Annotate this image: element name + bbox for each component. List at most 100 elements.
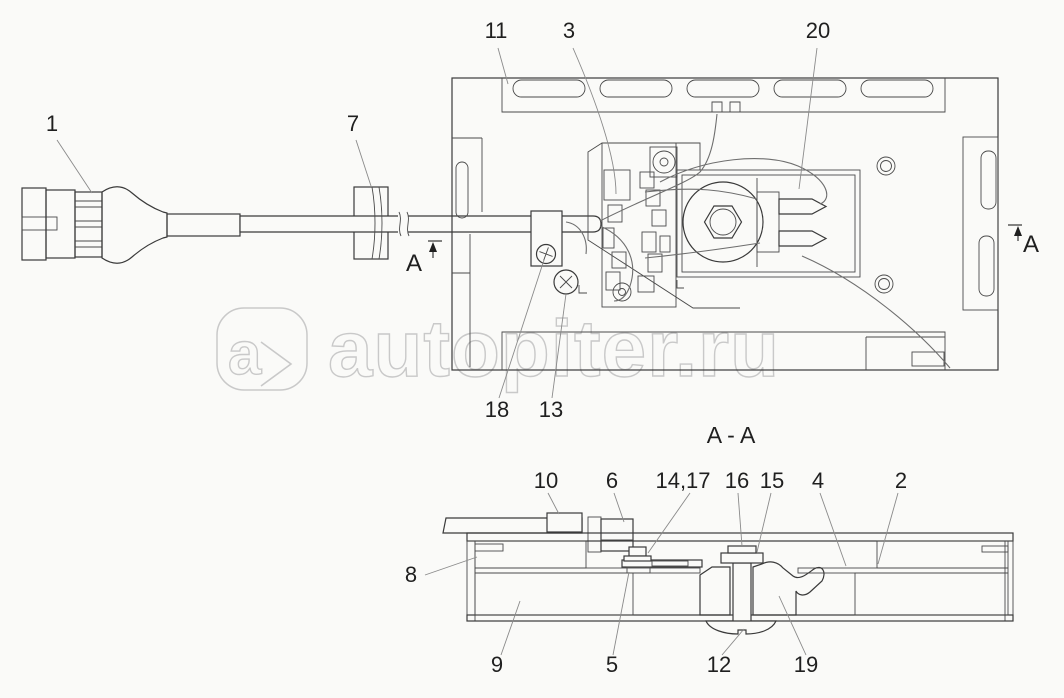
callout-9: 9 <box>491 652 503 677</box>
section-cut-marker-left: A <box>406 240 442 277</box>
callout-6: 6 <box>606 468 618 493</box>
section-foam-upper-right <box>876 540 1009 569</box>
section-title: A - A <box>707 422 756 448</box>
watermark-chevron-icon <box>260 341 293 387</box>
wire-exit-notch <box>711 101 741 112</box>
section-foam-upper-left <box>474 540 587 569</box>
grommet-slit-lines <box>371 186 383 260</box>
callout-14-17: 14,17 <box>655 468 710 493</box>
section-right-flange <box>981 545 1009 553</box>
datum-marks <box>578 280 684 294</box>
hex-nut <box>703 205 743 239</box>
watermark-logo-frame <box>216 307 308 391</box>
frame-outer <box>676 169 861 278</box>
cable-break-mark <box>398 211 410 237</box>
leader-lines <box>56 47 899 656</box>
bottom-right-step-detail <box>911 351 945 367</box>
callout-15: 15 <box>760 468 784 493</box>
right-panel <box>962 136 999 311</box>
callout-1: 1 <box>46 111 58 136</box>
connector-end-cap <box>21 187 47 261</box>
callout-12: 12 <box>707 652 731 677</box>
section-view-a-a <box>442 512 1014 635</box>
vent-slot <box>512 79 586 98</box>
section-foam-lower-left <box>474 572 634 616</box>
vent-slot <box>599 79 673 98</box>
section-left-flange <box>474 543 504 552</box>
section-top-plate <box>466 532 1014 542</box>
section-contact-screw <box>621 546 703 574</box>
callout-11: 11 <box>485 18 508 43</box>
callouts: 1 7 11 3 20 18 13 A - A 10 6 14,17 16 15… <box>46 18 907 677</box>
section-cut-marker-right: A <box>1008 224 1039 258</box>
callout-13: 13 <box>539 397 563 422</box>
connector-rib-lines <box>75 200 102 248</box>
mount-boss-top <box>876 156 896 176</box>
terminal-prong-upper <box>778 198 828 215</box>
cross-recess-icon <box>559 275 573 289</box>
cable-break-gap <box>398 214 408 234</box>
cable-clamp <box>530 210 684 295</box>
cable-connector-assembly <box>21 186 241 264</box>
cut-letter-left: A <box>406 250 422 277</box>
bottom-right-step <box>865 336 945 370</box>
bolt-boss <box>705 620 777 635</box>
bolt-flange <box>720 552 764 564</box>
cable-run <box>239 215 602 233</box>
callout-19: 19 <box>794 652 818 677</box>
connector-latch-slot <box>21 216 47 231</box>
section-lamp-boss <box>600 518 634 552</box>
wiring-harness <box>565 113 951 369</box>
pcb-screw-bottom <box>612 282 632 302</box>
terminal-block <box>756 191 780 253</box>
watermark-logo-letter: a <box>228 320 262 387</box>
strain-relief-boot <box>101 186 168 264</box>
contact-screw-head <box>628 546 647 557</box>
frame-inner <box>681 174 856 273</box>
pcb-board <box>601 142 677 308</box>
connector-body <box>45 189 76 259</box>
bolt-shaft <box>732 562 752 626</box>
lamp-housing <box>451 77 999 371</box>
left-wall-ribs <box>452 137 483 367</box>
vent-slot <box>773 79 847 98</box>
right-panel-slot <box>980 150 997 210</box>
section-mid-plate-left <box>474 567 701 574</box>
left-wall-slot <box>455 161 469 219</box>
internal-mechanism <box>565 113 951 369</box>
vent-slot <box>860 79 934 98</box>
cut-letter-right: A <box>1023 231 1039 258</box>
bulb-holder-ring <box>682 181 764 263</box>
cable <box>239 186 602 260</box>
callout-16: 16 <box>725 468 749 493</box>
adjuster-screw <box>553 269 579 295</box>
bottom-band <box>501 331 946 370</box>
hex-nut-bore <box>709 208 737 236</box>
clamp-screw <box>535 243 557 265</box>
section-center-bolt <box>705 545 777 635</box>
section-rubber-left <box>699 566 731 616</box>
section-connector-block <box>546 512 583 533</box>
section-foam-lower-right <box>854 572 1009 616</box>
top-band <box>501 78 946 113</box>
callout-5: 5 <box>606 652 618 677</box>
callout-20: 20 <box>806 18 830 43</box>
bolt-head <box>727 545 757 554</box>
vent-slot <box>686 79 760 98</box>
callout-10: 10 <box>534 468 558 493</box>
watermark: a autopiter.ru <box>216 303 780 394</box>
callout-8: 8 <box>405 562 417 587</box>
terminal-prong-lower <box>778 230 828 247</box>
section-left-wall <box>466 540 476 622</box>
section-rubber-right <box>752 561 825 616</box>
section-right-wall <box>1004 540 1014 622</box>
callout-3: 3 <box>563 18 575 43</box>
pcb-screw-top <box>652 150 676 174</box>
callout-18: 18 <box>485 397 509 422</box>
ventilation-slots <box>512 79 934 98</box>
section-mid-plate-right <box>797 567 1009 574</box>
pcb-components <box>602 169 671 293</box>
contact-screw-washer <box>623 555 652 562</box>
phillips-recess-icon <box>539 247 553 261</box>
